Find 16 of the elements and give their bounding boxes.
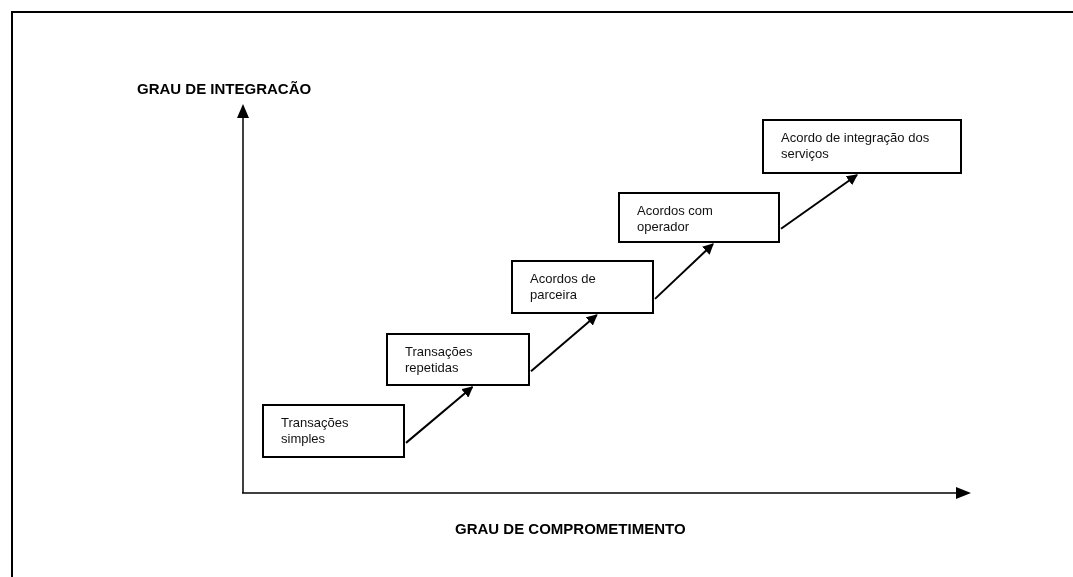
axis-title: GRAU DE INTEGRACÃO	[137, 80, 312, 97]
process-box	[618, 192, 780, 243]
box-label: Transações simples	[281, 415, 350, 447]
process-box	[386, 333, 530, 386]
process-box	[511, 260, 654, 314]
process-box	[762, 119, 962, 174]
arrow	[530, 314, 598, 373]
box-label: Acordos com operador	[637, 203, 714, 235]
box-label: Acordo de integração dos serviços	[781, 130, 931, 162]
process-box	[262, 404, 405, 458]
arrow	[654, 243, 714, 300]
box-label: Transações repetidas	[405, 344, 474, 376]
arrow	[780, 174, 858, 230]
axis-title: GRAU DE COMPROMETIMENTO	[455, 520, 686, 537]
arrow	[405, 386, 474, 444]
box-label: Acordos de parceira	[530, 271, 597, 303]
